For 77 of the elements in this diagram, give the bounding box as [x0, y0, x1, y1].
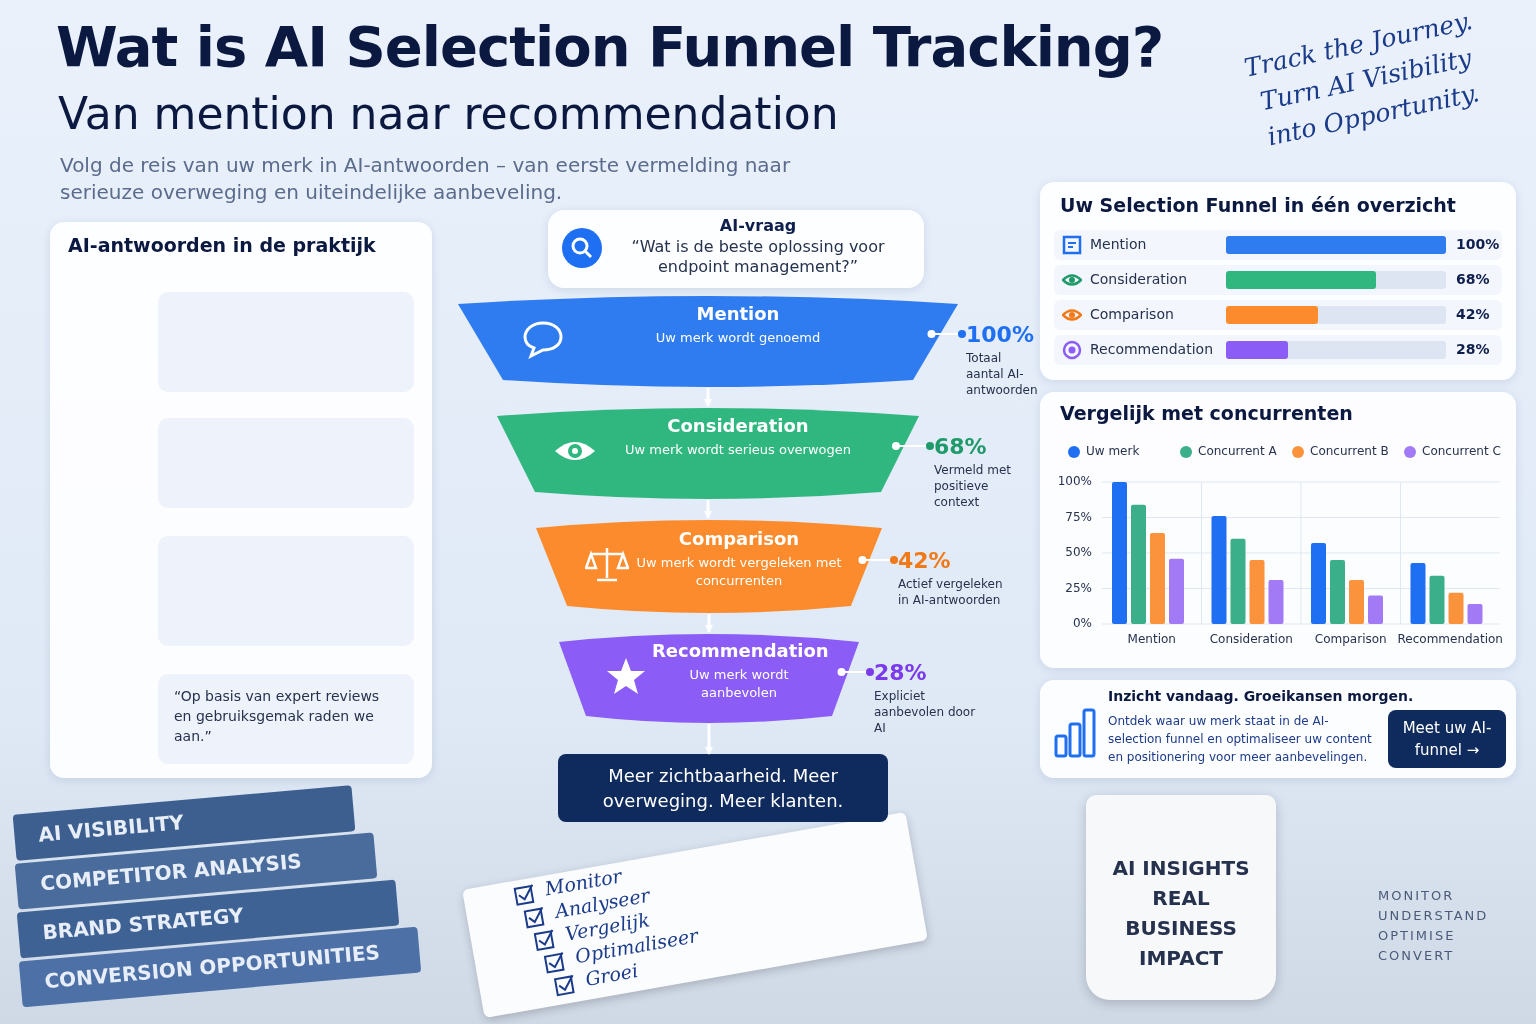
leader-line: [927, 330, 966, 338]
legend-label: Concurrent C: [1422, 444, 1501, 458]
legend-label: Uw merk: [1086, 444, 1140, 458]
funnel-stage: [536, 518, 882, 614]
percentage-value: 100%: [966, 322, 1034, 347]
percentage-value: 68%: [934, 434, 987, 459]
mug-print-text: AI INSIGHTS REAL BUSINESS IMPACT: [1111, 855, 1251, 972]
corner-keyword: MONITOR: [1378, 888, 1455, 903]
percentage-value: 28%: [1456, 341, 1490, 357]
leader-line: [858, 556, 898, 564]
legend-label: Concurrent A: [1198, 444, 1277, 458]
axis-tick-label: 50%: [1064, 545, 1092, 559]
result-banner: Meer zichtbaarheid. Meer overweging. Meer klanten.: [558, 754, 888, 822]
axis-category-label: Consideration: [1208, 632, 1294, 646]
info-panel: [50, 222, 432, 778]
arrow: [704, 388, 712, 407]
question-heading: AI-vraag: [718, 216, 798, 235]
progress-row: [1054, 265, 1502, 295]
cta-button: Meet uw AI-funnel →: [1388, 710, 1506, 768]
stat-caption: Expliciet aanbevolen door AI: [874, 688, 977, 736]
progress-row: [1054, 300, 1502, 330]
info-panel: [1040, 182, 1516, 380]
arrow: [705, 724, 713, 755]
info-panel: [1040, 680, 1516, 778]
corner-keyword: OPTIMISE: [1378, 928, 1456, 943]
stage-title: Recommendation: [652, 640, 826, 661]
axis-category-label: Mention: [1126, 632, 1177, 646]
percentage-value: 42%: [1456, 306, 1490, 322]
stage-title: Comparison: [677, 528, 801, 549]
leader-line: [892, 442, 934, 450]
description-text: Volg de reis van uw merk in AI-antwoorden – van eerste vermelding naar serieuze overweging en uiteindelijke aanbeveling.: [60, 152, 792, 206]
stage-title: Consideration: [666, 415, 810, 436]
book-spine-label: COMPETITOR ANALYSIS: [39, 848, 303, 896]
panel-heading: Uw Selection Funnel in één overzicht: [1060, 194, 1456, 216]
arrow: [704, 500, 712, 519]
progress-row: [1054, 230, 1502, 260]
funnel-stage: [458, 294, 958, 388]
percentage-value: 100%: [1456, 236, 1500, 252]
leader-line: [837, 668, 874, 676]
percentage-value: 68%: [1456, 271, 1490, 287]
stage-description: Uw merk wordt vergeleken met concurrenten: [635, 554, 843, 590]
question-text: “Wat is de beste oplossing voor endpoint management?”: [630, 237, 886, 277]
panel-heading: Inzicht vandaag. Groeikansen morgen.: [1108, 688, 1414, 704]
stat-caption: Vermeld met positieve context: [934, 462, 1012, 510]
arrow: [705, 614, 713, 633]
title: Wat is AI Selection Funnel Tracking?: [56, 14, 1164, 79]
legend-label: Concurrent B: [1310, 444, 1389, 458]
axis-tick-label: 0%: [1071, 616, 1092, 630]
panel-text: Ontdek waar uw merk staat in de AI-selection funnel en optimaliseer uw content en positionering voor meer aanbevelingen.: [1108, 713, 1373, 766]
stage-title: Mention: [695, 303, 781, 324]
progress-row: [1054, 335, 1502, 365]
panel-heading: Vergelijk met concurrenten: [1060, 402, 1353, 424]
row-label: Consideration: [1090, 271, 1188, 287]
funnel-stage: [497, 406, 919, 500]
corner-keyword: CONVERT: [1378, 948, 1455, 963]
funnel-stage: [559, 632, 859, 724]
axis-tick-label: 75%: [1064, 509, 1092, 524]
book-spine-label: AI VISIBILITY: [37, 810, 185, 847]
row-label: Recommendation: [1090, 341, 1214, 357]
stage-description: Uw merk wordt aanbevolen: [688, 666, 790, 702]
axis-category-label: Recommendation: [1396, 632, 1504, 646]
question-bubble: [548, 210, 924, 288]
stat-caption: Actief vergeleken in AI-antwoorden: [898, 576, 1004, 608]
stage-description: Uw merk wordt genoemd: [654, 329, 822, 347]
axis-tick-label: 25%: [1064, 580, 1092, 595]
stat-caption: Totaal aantal AI-antwoorden: [966, 350, 1038, 398]
quote-card: “Op basis van expert reviews en gebruiksgemak raden we aan.”: [158, 674, 414, 764]
panel-heading: AI-antwoorden in de praktijk: [68, 234, 376, 256]
row-label: Comparison: [1090, 306, 1174, 322]
axis-tick-label: 100%: [1056, 474, 1092, 488]
percentage-value: 42%: [898, 548, 951, 573]
corner-keyword: UNDERSTAND: [1378, 908, 1489, 923]
info-panel: [1040, 392, 1516, 668]
row-label: Mention: [1090, 236, 1147, 252]
stage-description: Uw merk wordt serieus overwogen: [623, 441, 852, 459]
subtitle: Van mention naar recommendation: [58, 88, 839, 139]
percentage-value: 28%: [874, 660, 927, 685]
